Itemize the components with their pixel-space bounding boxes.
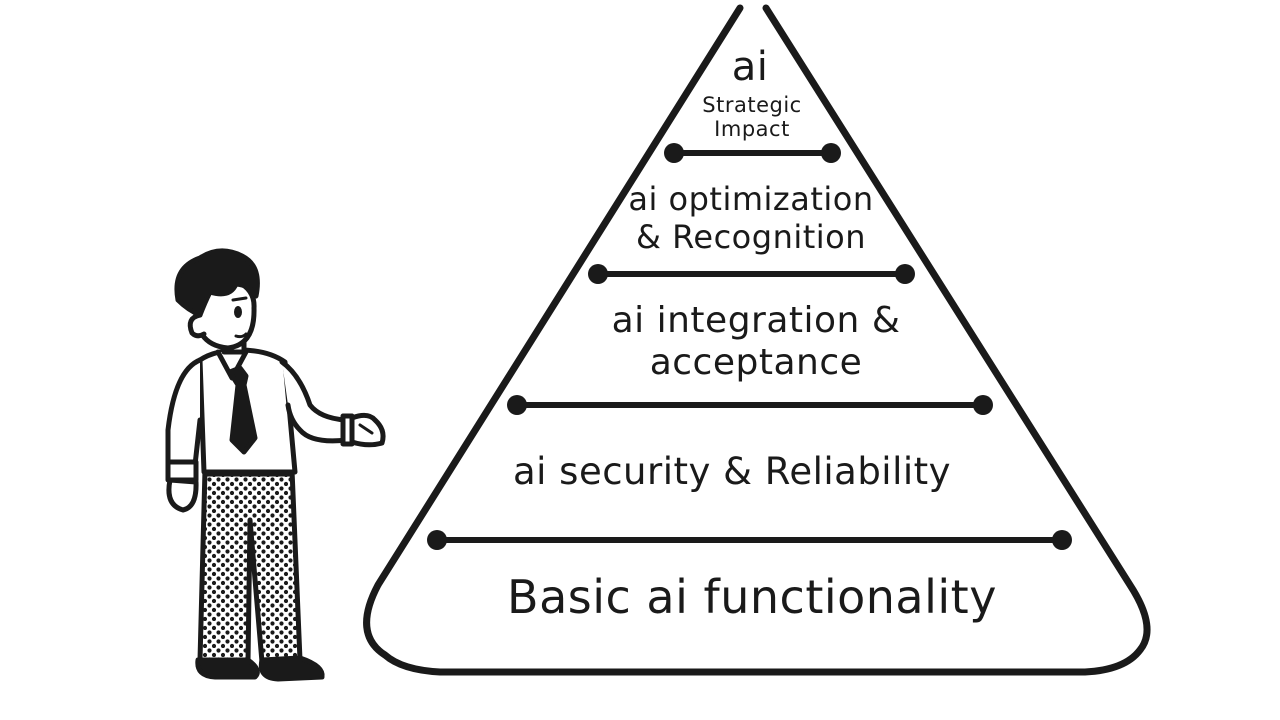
divider-3	[507, 395, 993, 415]
left-arm	[165, 357, 203, 468]
left-shoe	[195, 657, 260, 680]
tier-5-label: Basic ai functionality	[507, 570, 997, 624]
divider-4	[427, 530, 1072, 550]
divider-1	[664, 143, 841, 163]
trousers	[197, 467, 303, 665]
tier-1-label: ai Strategic Impact	[702, 44, 801, 141]
tier-5-line1: Basic ai functionality	[507, 570, 997, 624]
right-shoe	[258, 655, 325, 682]
left-hand	[166, 477, 199, 513]
divider-2	[588, 264, 915, 284]
tier-2-line1: ai optimization	[628, 180, 873, 218]
tier-2-label: ai optimization & Recognition	[628, 180, 873, 256]
tie	[227, 365, 258, 455]
person-icon	[165, 248, 386, 682]
pyramid-outline	[363, 4, 1151, 676]
tier-2-line2: & Recognition	[636, 218, 866, 256]
tier-3-line1: ai integration &	[612, 300, 901, 341]
tier-1-line2: Strategic	[702, 93, 801, 117]
tier-1-title: ai	[732, 44, 769, 90]
tier-3-line2: acceptance	[650, 342, 863, 383]
tier-1-line3: Impact	[714, 117, 790, 141]
tier-3-label: ai integration & acceptance	[612, 300, 901, 383]
tier-4-line1: ai security & Reliability	[513, 450, 951, 493]
tier-4-label: ai security & Reliability	[513, 450, 951, 493]
hair	[174, 248, 260, 318]
